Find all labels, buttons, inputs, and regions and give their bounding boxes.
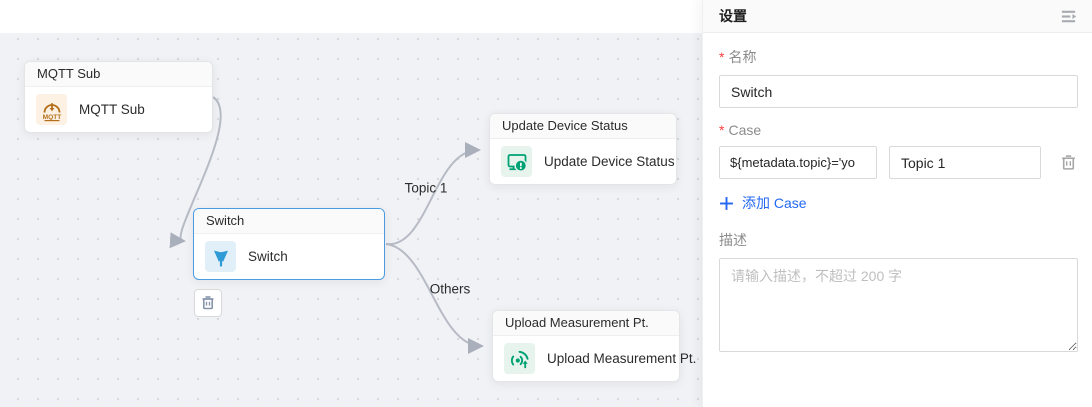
case-name-input[interactable] [889,146,1041,179]
add-case-button[interactable]: 添加 Case [719,193,807,213]
switch-fork-icon [205,241,236,272]
case-field-label: * Case [719,122,762,138]
required-marker: * [719,122,725,138]
svg-text:MQTT: MQTT [42,114,61,121]
trash-icon [202,296,214,310]
node-title: Switch [194,209,384,234]
trash-icon [1061,155,1075,170]
name-field-label: * 名称 [719,49,757,65]
required-marker: * [719,49,725,65]
flow-canvas[interactable]: Topic 1 Others MQTT Sub MQTT MQTT Sub [0,0,702,407]
plus-icon [720,196,733,210]
device-status-icon [501,146,532,177]
node-label: Upload Measurement Pt. [547,351,697,366]
edge-mqtt-to-switch[interactable] [169,96,222,249]
upload-signal-icon [504,343,535,374]
description-textarea[interactable] [719,257,1078,352]
node-label: Update Device Status [544,154,675,169]
settings-form: * 名称 * Case [703,47,1092,357]
name-input[interactable] [719,75,1078,108]
node-update-device-status[interactable]: Update Device Status Update Device Statu… [489,113,677,185]
collapse-panel-button[interactable] [1058,6,1078,26]
panel-title: 设置 [719,8,747,24]
menu-unfold-icon [1061,10,1076,22]
case-row [719,146,1078,179]
edge-switch-to-update-device-status[interactable] [385,142,481,246]
node-title: MQTT Sub [25,62,212,87]
case-condition-input[interactable] [719,146,877,179]
node-title: Upload Measurement Pt. [493,311,679,336]
flow-edges [169,96,484,354]
node-label: Switch [248,249,288,264]
settings-panel-header: 设置 [703,0,1092,33]
edge-switch-to-upload-measurement[interactable] [385,243,484,354]
delete-case-button[interactable] [1058,153,1078,173]
edge-label-others: Others [429,281,471,297]
node-mqtt-sub[interactable]: MQTT Sub MQTT MQTT Sub [24,61,213,133]
delete-node-button[interactable] [194,289,222,317]
node-title: Update Device Status [490,114,676,139]
node-upload-measurement-pt[interactable]: Upload Measurement Pt. Upload Measuremen… [492,310,696,382]
edge-label-topic-1: Topic 1 [404,180,448,196]
node-label: MQTT Sub [79,102,145,117]
mqtt-icon: MQTT [36,94,67,125]
description-field-label: 描述 [719,231,747,248]
settings-panel: 设置 * 名称 * Case [702,0,1092,407]
node-switch[interactable]: Switch Switch [193,208,385,280]
